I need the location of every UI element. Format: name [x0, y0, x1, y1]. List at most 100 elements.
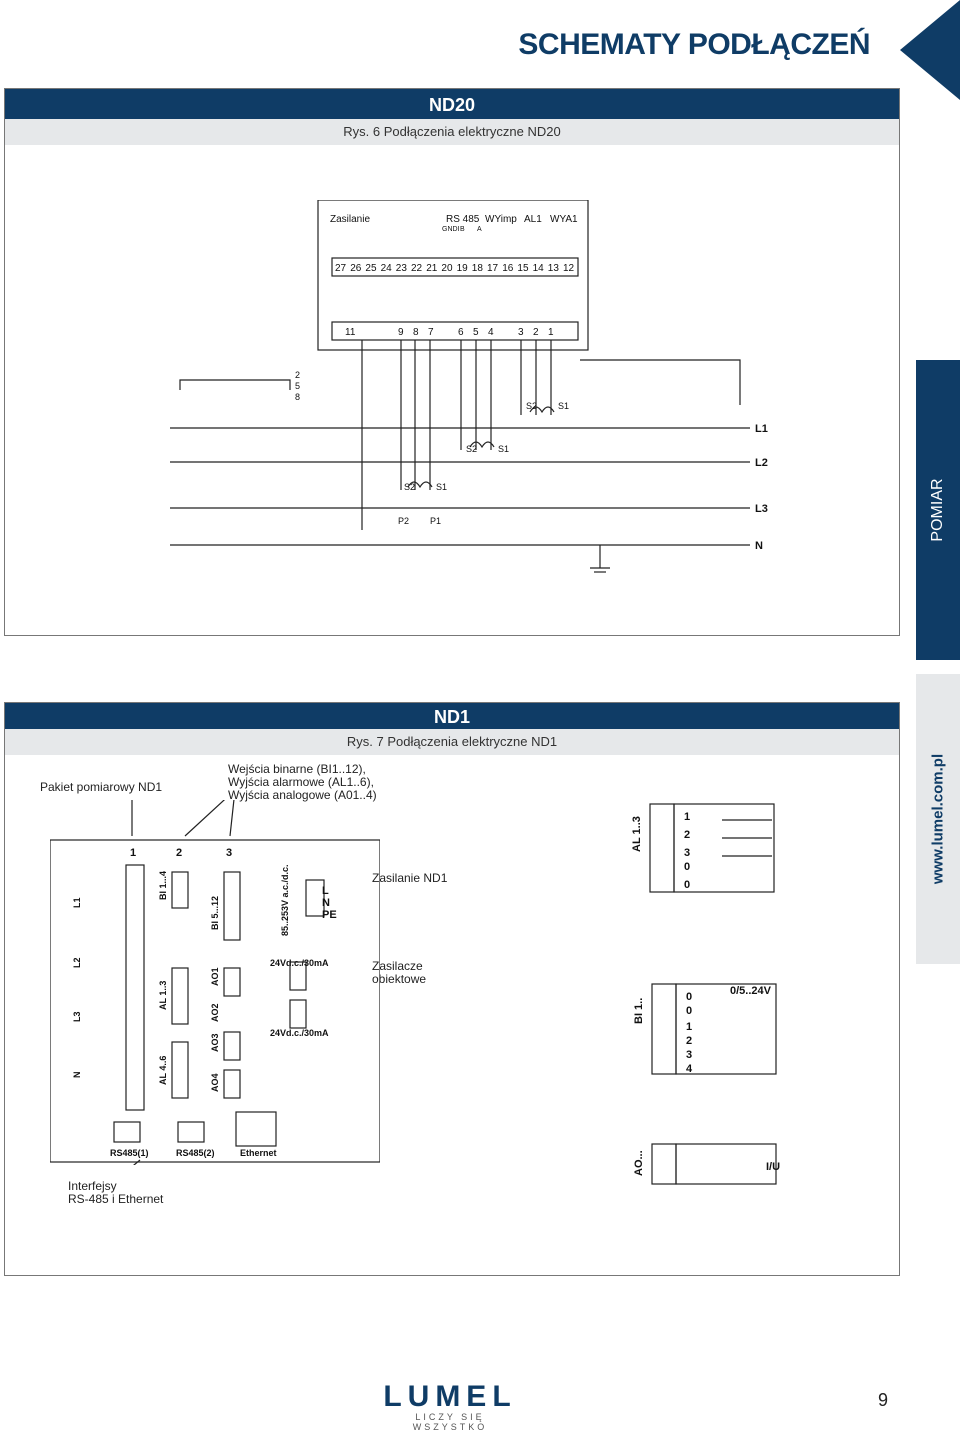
nd1-band: ND1: [5, 703, 899, 729]
ct-s2-a: S2: [526, 401, 537, 411]
nd20-device-outline: [317, 200, 589, 351]
side-tab-pomiar: POMIAR: [916, 360, 960, 660]
lower-terminal-6: 6: [458, 327, 464, 338]
label-bi-1-4: BI 1...4: [158, 871, 168, 900]
label-b: B: [460, 226, 465, 233]
label-al-1-3: AL 1..3: [158, 981, 168, 1010]
bi-voltage: 0/5..24V: [730, 985, 772, 997]
connector-3: 3: [226, 847, 232, 859]
al-pin-0a: 0: [684, 861, 690, 873]
label-object-supply-2: obiektowe: [372, 972, 427, 986]
upper-terminal-14: 14: [533, 263, 545, 274]
nd1-caption: Rys. 7 Podłączenia elektryczne ND1: [346, 734, 558, 749]
supply-pin-l: L: [322, 885, 329, 897]
nd20-wiring-diagram: Zasilanie RS 485 WYimp AL1 WYA1 GNDI B A…: [170, 200, 768, 573]
lower-terminal-strip: [331, 321, 579, 341]
page-number: 9: [878, 1390, 889, 1410]
label-zasilanie: Zasilanie: [330, 214, 370, 225]
al-detail-label: AL 1..3: [631, 816, 643, 852]
label-bi-5-12: BI 5...12: [210, 896, 220, 930]
upper-terminal-27: 27: [335, 263, 347, 274]
nd1-caption-band: Rys. 7 Podłączenia elektryczne ND1: [5, 729, 899, 755]
port-ethernet: Ethernet: [240, 1148, 277, 1158]
label-ao3: AO3: [210, 1033, 220, 1052]
bi-detail-diagram: BI 1.. 0 0 1 2 3 4 0/5..24V: [633, 983, 777, 1075]
label-inputs-al: Wyjścia alarmowe (AL1..6),: [228, 775, 374, 789]
label-supply-range: 85..253V a.c./d.c.: [280, 864, 290, 936]
label-wyimp: WYimp: [485, 214, 517, 225]
lower-terminal-4: 4: [488, 327, 494, 338]
label-supply: Zasilanie ND1: [372, 871, 448, 885]
label-a: A: [477, 226, 482, 233]
al-detail-diagram: AL 1..3 1 2 3 0 0: [631, 803, 775, 893]
al-pin-3: 3: [684, 847, 690, 859]
phase-l1: L1: [755, 423, 768, 435]
label-al-4-6: AL 4..6: [158, 1056, 168, 1085]
upper-terminal-20: 20: [441, 263, 453, 274]
label-ao4: AO4: [210, 1073, 220, 1092]
nd1-device-diagram: 1 2 3 L1 L2 L3 N BI 1...4 BI 5...12 AL 1…: [50, 800, 380, 1165]
upper-terminal-16: 16: [502, 263, 514, 274]
lower-terminal-8: 8: [413, 327, 419, 338]
nd20-caption: Rys. 6 Podłączenia elektryczne ND20: [343, 124, 561, 139]
vt-num-2: 2: [295, 370, 300, 380]
lower-terminal-7: 7: [428, 327, 434, 338]
nd20-section: ND20 Rys. 6 Podłączenia elektryczne ND20: [4, 88, 900, 636]
group-l3: L3: [72, 1011, 82, 1022]
ct-s2-b: S2: [466, 444, 477, 454]
upper-terminal-13: 13: [548, 263, 560, 274]
lower-terminal-5: 5: [473, 327, 479, 338]
bi-pin-0: 0: [686, 991, 692, 1003]
ao-detail-label: AO...: [633, 1150, 645, 1176]
upper-terminal-15: 15: [517, 263, 529, 274]
port-rs485-2: RS485(2): [176, 1148, 215, 1158]
label-al1: AL1: [524, 214, 542, 225]
upper-terminal-26: 26: [350, 263, 362, 274]
port-rs485-1: RS485(1): [110, 1148, 149, 1158]
label-inputs-bi: Wejścia binarne (BI1..12),: [228, 762, 366, 776]
nd20-band-title: ND20: [428, 95, 476, 115]
side-tab-pomiar-label: POMIAR: [929, 478, 946, 542]
phase-n: N: [755, 540, 763, 552]
ct-p1-c: P1: [430, 516, 441, 526]
label-interfaces-2: RS-485 i Ethernet: [68, 1192, 164, 1206]
ct-p2-c: P2: [398, 516, 409, 526]
upper-terminal-strip: [331, 257, 579, 277]
bi-pin-4: 4: [686, 1063, 693, 1075]
lower-terminal-11: 11: [345, 327, 356, 338]
vt-num-5: 5: [295, 381, 300, 391]
lower-terminal-3: 3: [518, 327, 524, 338]
group-l2: L2: [72, 957, 82, 968]
ao-detail-diagram: AO... I/U: [633, 1143, 780, 1185]
upper-terminal-21: 21: [426, 263, 438, 274]
bi-pin-3: 3: [686, 1049, 692, 1061]
label-gndi: GNDI: [442, 226, 460, 233]
nd1-band-title: ND1: [433, 707, 470, 727]
bi-pin-0b: 0: [686, 1005, 692, 1017]
upper-terminal-23: 23: [396, 263, 408, 274]
lower-terminal-9: 9: [398, 327, 404, 338]
bi-pin-1: 1: [686, 1021, 692, 1033]
nd1-section: ND1 Rys. 7 Podłączenia elektryczne ND1: [4, 702, 900, 1276]
label-object-supply: Zasilacze obiektowe: [372, 960, 426, 986]
ct-s1-c: S1: [436, 482, 447, 492]
group-n: N: [72, 1072, 82, 1079]
side-tab-www: www.lumel.com.pl: [916, 674, 960, 964]
logo-slogan: LICZY SIĘ WSZYSTKO: [412, 1412, 488, 1432]
upper-terminal-22: 22: [411, 263, 423, 274]
al-pin-1: 1: [684, 811, 690, 823]
upper-terminal-19: 19: [457, 263, 469, 274]
ct-s1-a: S1: [558, 401, 569, 411]
ao-output: I/U: [766, 1161, 780, 1173]
al-pin-2: 2: [684, 829, 690, 841]
nd20-band: ND20: [5, 89, 899, 119]
label-rs485: RS 485: [446, 214, 480, 225]
group-l1: L1: [72, 897, 82, 908]
nd20-caption-band: Rys. 6 Podłączenia elektryczne ND20: [5, 119, 899, 145]
supply-pin-pe: PE: [322, 909, 337, 921]
connector-1: 1: [130, 847, 136, 859]
upper-terminal-17: 17: [487, 263, 499, 274]
label-dc-supply-2: 24Vd.c./30mA: [270, 1028, 329, 1038]
label-pakiet: Pakiet pomiarowy ND1: [40, 780, 163, 794]
ct-s2-c: S2: [404, 482, 415, 492]
